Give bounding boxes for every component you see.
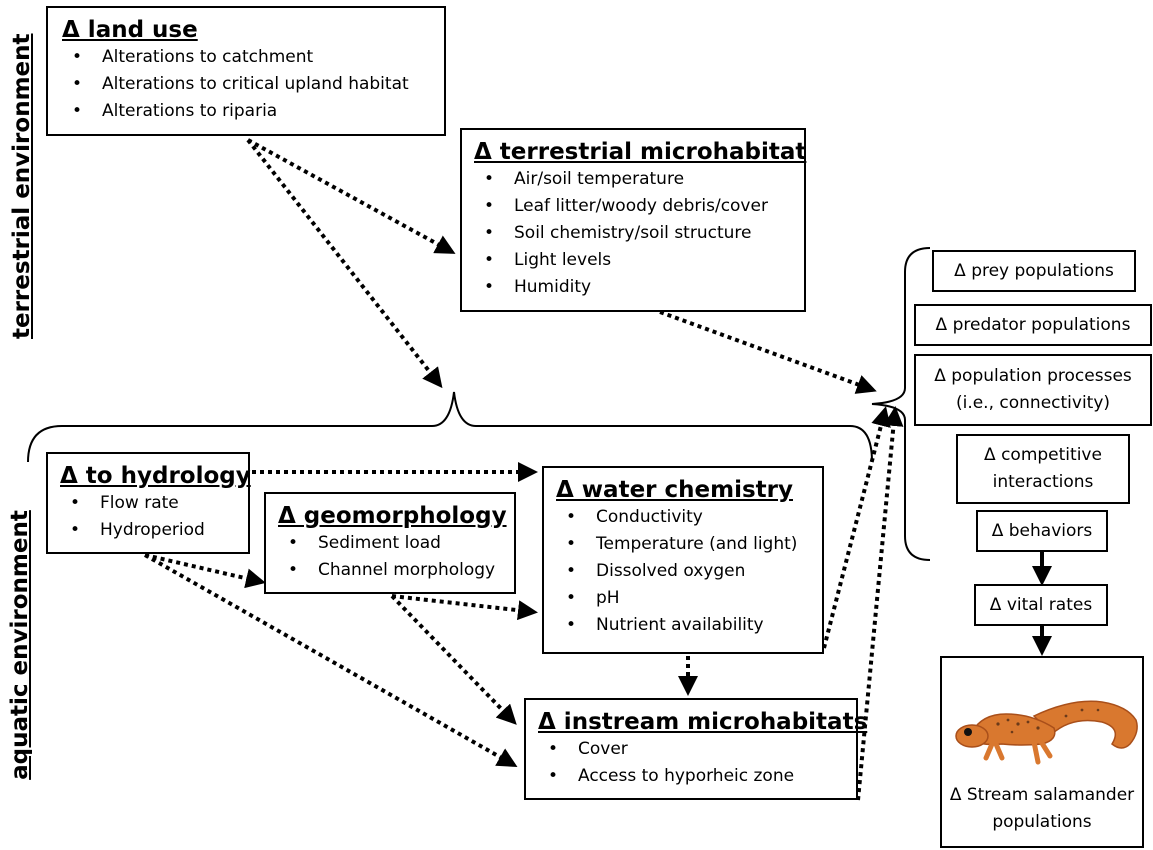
list-item: Air/soil temperature	[474, 166, 804, 193]
predator-populations-label: Δ predator populations	[935, 314, 1131, 335]
arrow-hydrology-to-instream	[144, 553, 518, 767]
salamander-populations-label-wrap: Δ Stream salamander populations	[942, 782, 1142, 836]
salamander-populations-label: Δ Stream salamander	[949, 785, 1135, 805]
salamander-image	[955, 700, 1138, 765]
instream-microhabitats-title: Δ instream microhabitats	[538, 709, 868, 735]
salamander-populations-box: Δ Stream salamander populations	[940, 656, 1144, 848]
list-item: Nutrient availability	[556, 612, 822, 639]
predator-populations-box: Δ predator populations	[914, 304, 1152, 346]
population-processes-sublabel: (i.e., connectivity)	[955, 393, 1111, 413]
behaviors-label: Δ behaviors	[991, 520, 1093, 541]
instream-microhabitats-list: Cover Access to hyporheic zone	[538, 736, 856, 790]
effects-brace	[871, 247, 931, 561]
arrow-waterchem-to-effects	[822, 406, 891, 649]
vital-rates-label: Δ vital rates	[989, 594, 1093, 615]
arrow-hydrology-to-geomorph	[144, 553, 266, 589]
list-item: Alterations to riparia	[62, 98, 444, 125]
arrow-geomorph-to-waterchem	[391, 594, 538, 621]
water-chemistry-title: Δ water chemistry	[556, 477, 793, 503]
behaviors-box: Δ behaviors	[976, 510, 1108, 552]
aquatic-environment-label: aquatic environment	[7, 510, 33, 780]
prey-populations-label: Δ prey populations	[954, 260, 1114, 281]
salamander-spots	[996, 708, 1100, 734]
list-item: Alterations to critical upland habitat	[62, 71, 444, 98]
population-processes-box: Δ population processes (i.e., connectivi…	[914, 354, 1152, 426]
salamander-legs	[983, 737, 1053, 765]
water-chemistry-list: Conductivity Temperature (and light) Dis…	[556, 504, 822, 639]
list-item: Channel morphology	[278, 557, 514, 584]
list-item: Dissolved oxygen	[556, 558, 822, 585]
terrestrial-microhabitat-title: Δ terrestrial microhabitat	[474, 139, 807, 165]
hydrology-list: Flow rate Hydroperiod	[60, 490, 248, 544]
land-use-box: Δ land use Alterations to catchment Alte…	[46, 6, 446, 136]
list-item: Humidity	[474, 274, 804, 301]
water-chemistry-box: Δ water chemistry Conductivity Temperatu…	[542, 466, 824, 654]
vital-rates-box: Δ vital rates	[974, 584, 1108, 626]
list-item: Cover	[538, 736, 856, 763]
hydrology-title: Δ to hydrology	[60, 463, 251, 489]
salamander-tail	[1032, 700, 1138, 749]
list-item: Leaf litter/woody debris/cover	[474, 193, 804, 220]
list-item: Access to hyporheic zone	[538, 763, 856, 790]
arrow-landuse-to-aquatic	[246, 138, 443, 389]
geomorphology-list: Sediment load Channel morphology	[278, 530, 514, 584]
salamander-head	[955, 724, 989, 748]
competitive-interactions-label: Δ competitive	[984, 445, 1102, 465]
list-item: Flow rate	[60, 490, 248, 517]
competitive-interactions-sublabel: interactions	[992, 472, 1094, 492]
arrow-instream-to-effects	[856, 406, 904, 801]
aquatic-brace	[27, 391, 873, 463]
arrow-terrestrial-to-effects	[659, 310, 877, 394]
arrow-landuse-to-terrestrial	[247, 138, 456, 254]
list-item: Light levels	[474, 247, 804, 274]
hydrology-box: Δ to hydrology Flow rate Hydroperiod	[46, 452, 251, 554]
prey-populations-box: Δ prey populations	[932, 250, 1136, 292]
list-item: Sediment load	[278, 530, 514, 557]
terrestrial-environment-label: terrestrial environment	[9, 33, 35, 339]
geomorphology-box: Δ geomorphology Sediment load Channel mo…	[264, 492, 516, 594]
salamander-eye	[964, 728, 972, 736]
geomorphology-title: Δ geomorphology	[278, 503, 507, 529]
competitive-interactions-box: Δ competitive interactions	[956, 434, 1130, 504]
terrestrial-microhabitat-list: Air/soil temperature Leaf litter/woody d…	[474, 166, 804, 301]
land-use-title: Δ land use	[62, 17, 198, 43]
arrow-geomorph-to-instream	[390, 594, 517, 725]
list-item: Soil chemistry/soil structure	[474, 220, 804, 247]
salamander-populations-sublabel: populations	[992, 812, 1092, 832]
list-item: Alterations to catchment	[62, 44, 444, 71]
list-item: pH	[556, 585, 822, 612]
instream-microhabitats-box: Δ instream microhabitats Cover Access to…	[524, 698, 868, 800]
list-item: Temperature (and light)	[556, 531, 822, 558]
population-processes-label: Δ population processes	[934, 366, 1132, 386]
terrestrial-microhabitat-box: Δ terrestrial microhabitat Air/soil temp…	[460, 128, 806, 312]
land-use-list: Alterations to catchment Alterations to …	[62, 44, 444, 125]
list-item: Conductivity	[556, 504, 822, 531]
list-item: Hydroperiod	[60, 517, 248, 544]
